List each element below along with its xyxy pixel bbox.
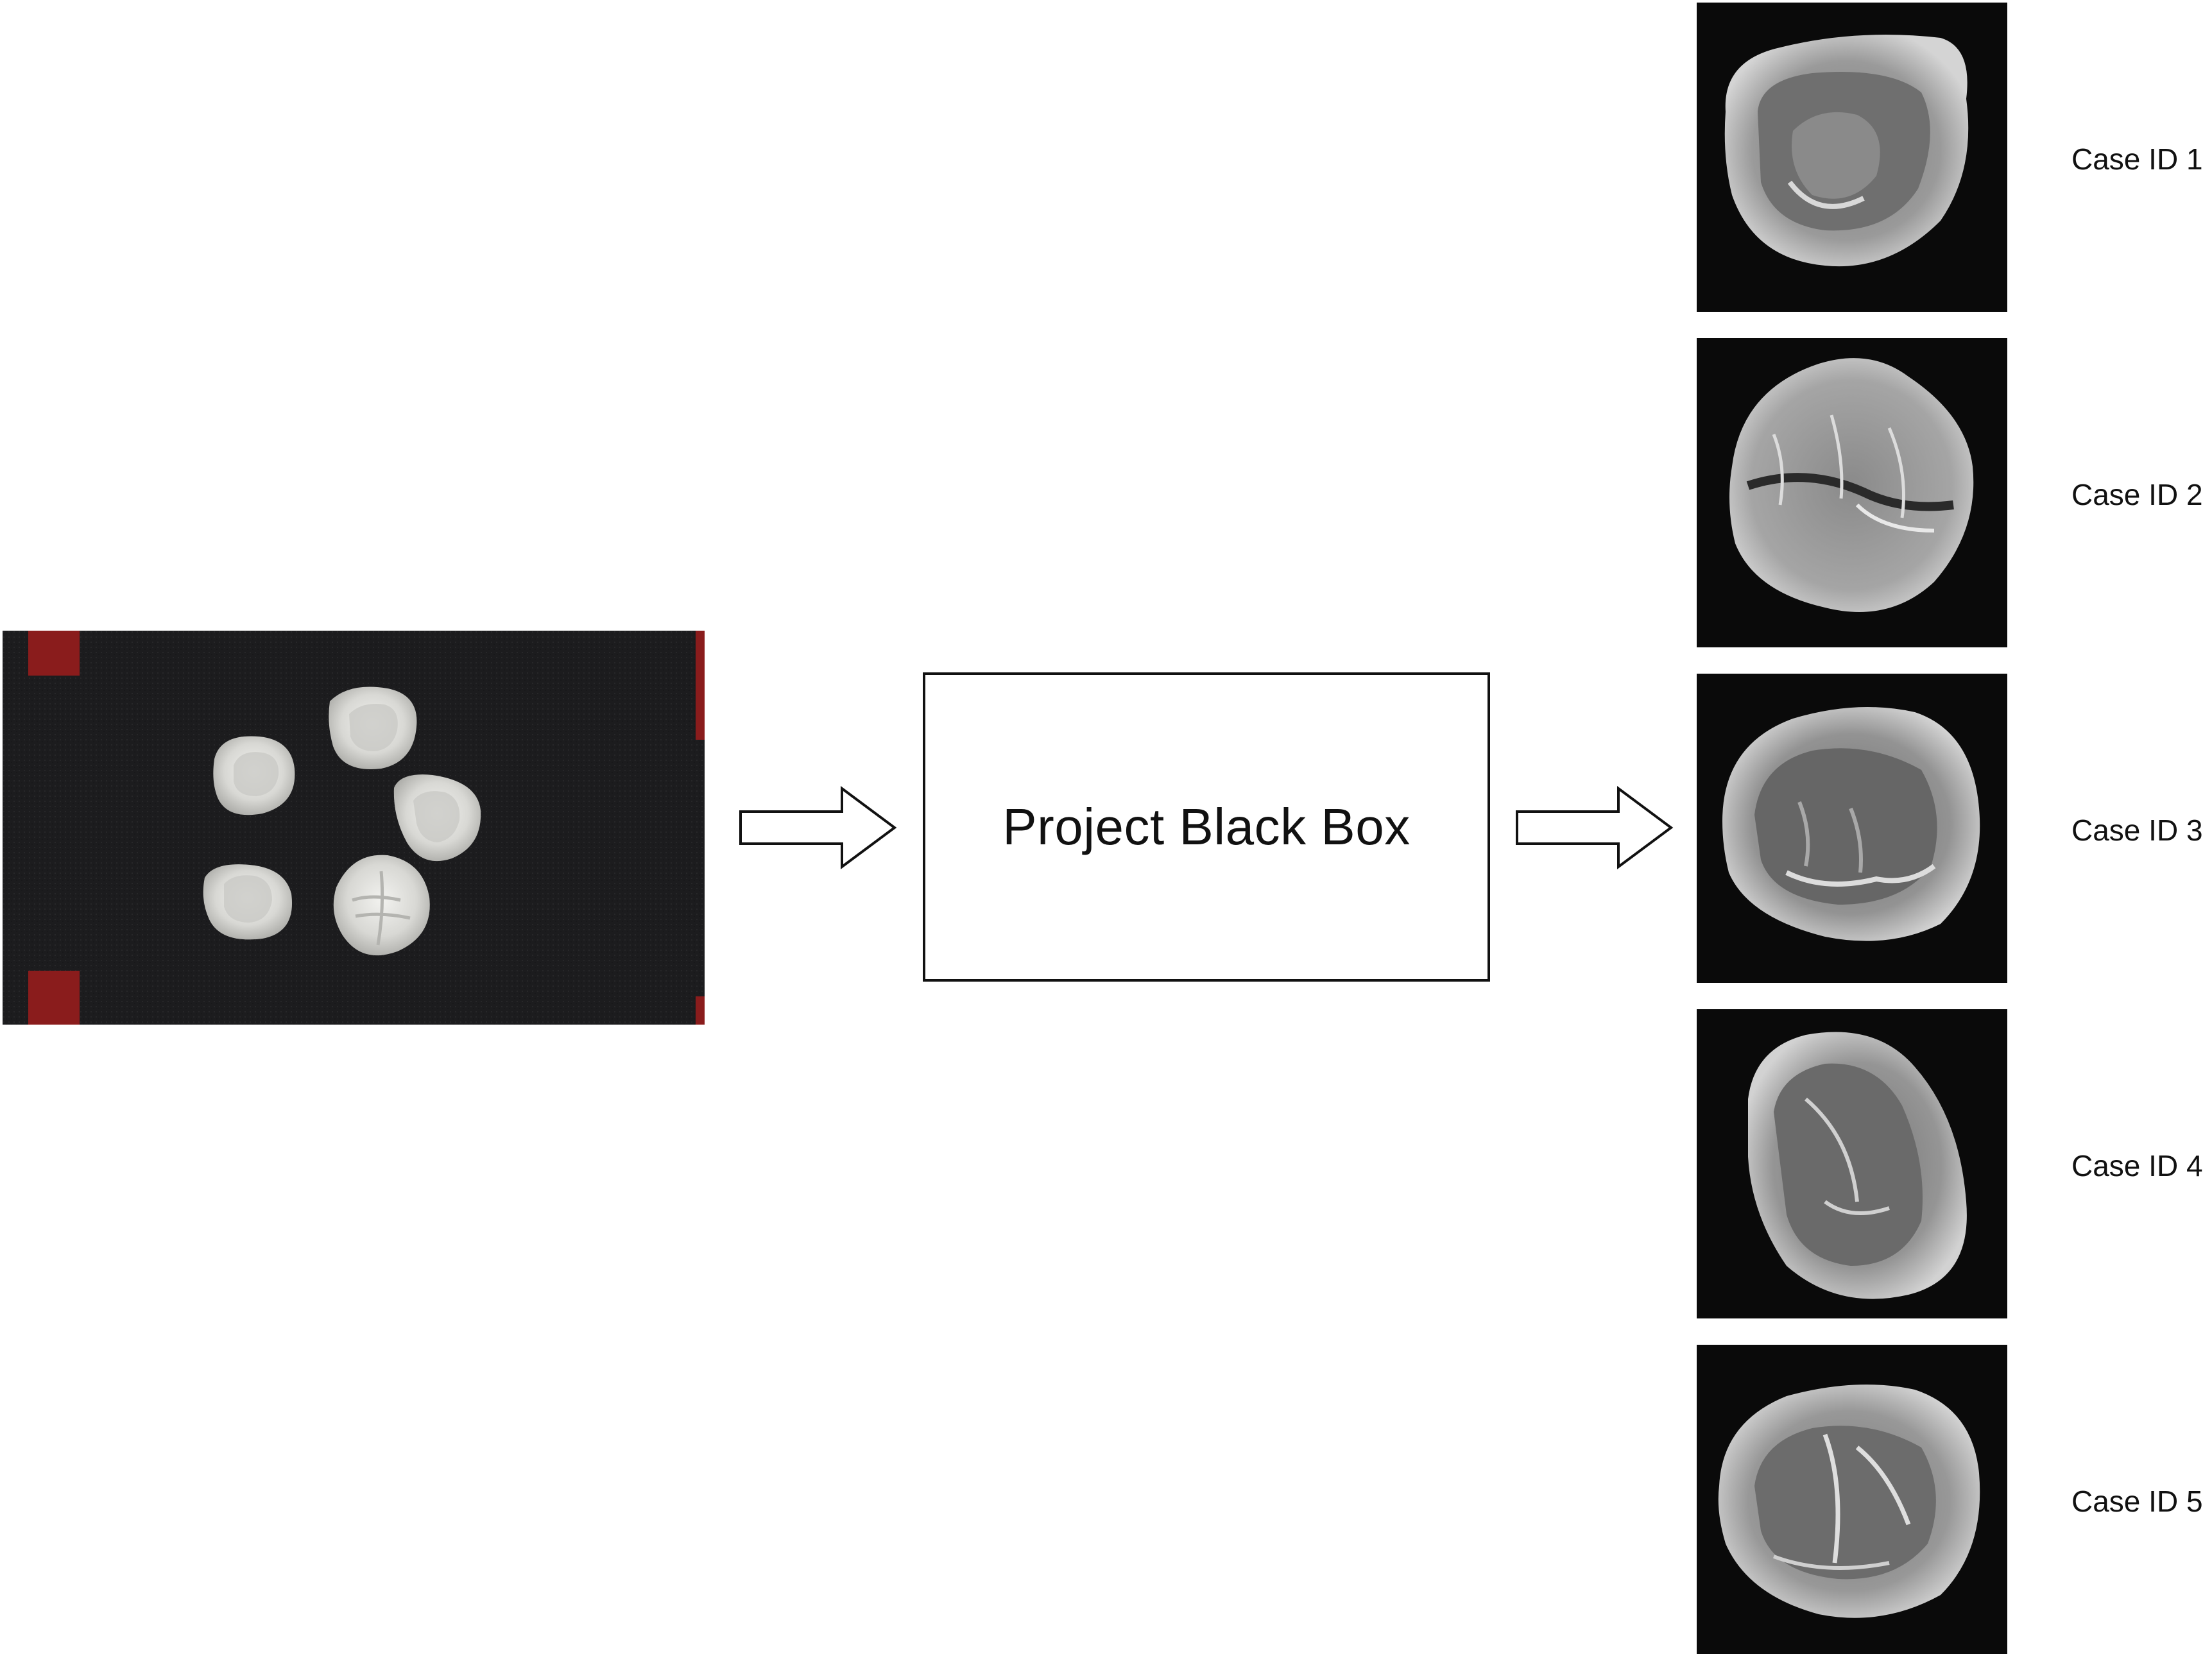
case-label-5: Case ID 5 [2071, 1485, 2203, 1518]
crown [329, 686, 417, 769]
tape-marker [696, 996, 705, 1025]
case-label-1: Case ID 1 [2071, 142, 2203, 176]
case-render-1 [1697, 3, 2007, 312]
case-render-2 [1697, 338, 2007, 647]
input-crowns-photo [3, 631, 705, 1025]
crown [203, 864, 293, 940]
case-label-2: Case ID 2 [2071, 478, 2203, 511]
process-box: Project Black Box [923, 672, 1490, 982]
right-arrow-icon [1514, 786, 1675, 869]
crown [333, 855, 430, 956]
crown [213, 736, 295, 815]
tape-marker [28, 631, 80, 676]
process-label: Project Black Box [1002, 798, 1410, 855]
case-label-4: Case ID 4 [2071, 1149, 2203, 1182]
tape-marker [696, 631, 705, 740]
case-render-4 [1697, 1009, 2007, 1318]
right-arrow-icon [738, 786, 898, 869]
case-render-3 [1697, 674, 2007, 983]
case-render-5 [1697, 1345, 2007, 1654]
case-label-3: Case ID 3 [2071, 814, 2203, 847]
crown [393, 774, 481, 862]
tape-marker [28, 971, 80, 1025]
